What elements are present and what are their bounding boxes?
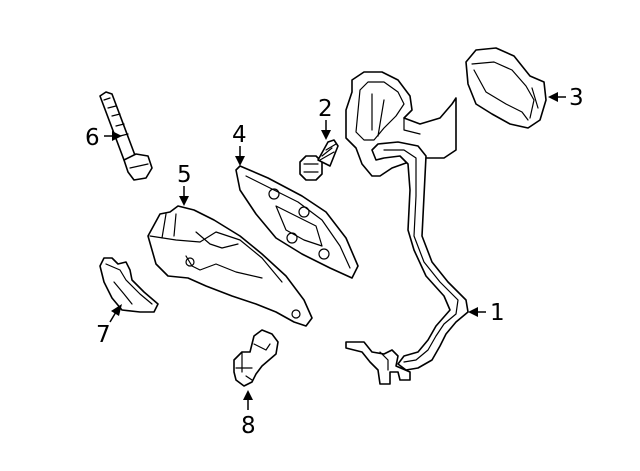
- part-4-gasket: [235, 165, 359, 279]
- part-5-mounting-bracket: [147, 205, 313, 327]
- callout-5: 5: [177, 162, 192, 188]
- callout-8: 8: [241, 413, 256, 439]
- part-8-connector: [233, 329, 279, 387]
- part-6-long-bolt: [99, 91, 153, 181]
- part-3-cover: [465, 47, 547, 129]
- callout-2: 2: [318, 96, 333, 122]
- part-1-bracket-harness: [345, 71, 469, 385]
- callout-3: 3: [569, 85, 584, 111]
- part-7-clip: [99, 257, 159, 313]
- callout-4: 4: [232, 122, 247, 148]
- callout-6: 6: [85, 125, 100, 151]
- leader-lines: [104, 92, 566, 410]
- callout-7: 7: [96, 322, 111, 348]
- callout-1: 1: [490, 300, 505, 326]
- part-2-bolt: [299, 139, 339, 181]
